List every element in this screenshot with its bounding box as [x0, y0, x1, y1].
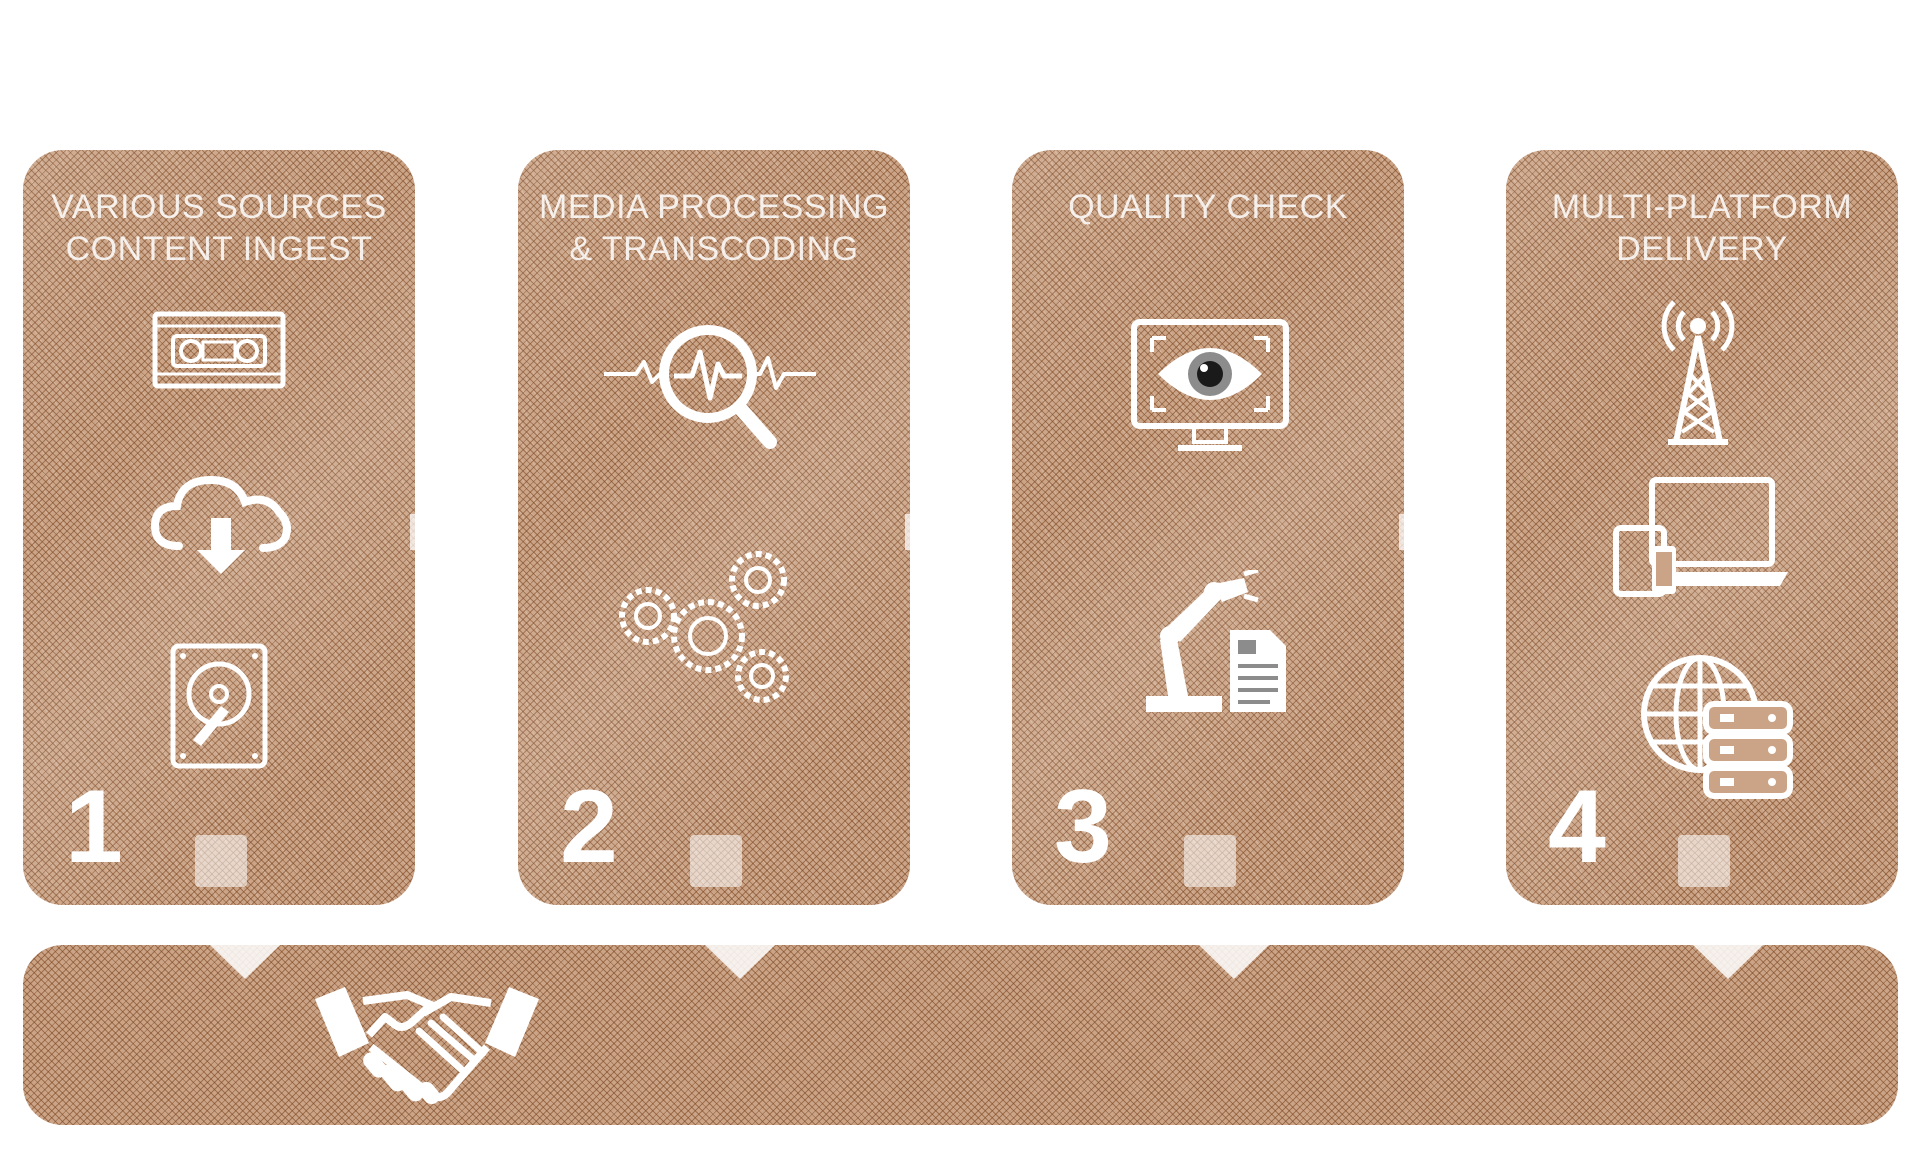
partnership-bar: [23, 945, 1898, 1125]
connector-notch: [1199, 945, 1269, 985]
waveform-search-icon: [600, 318, 820, 464]
step-number: 3: [1054, 769, 1112, 885]
hard-drive-icon: [169, 642, 269, 770]
step-number: 1: [65, 769, 123, 885]
gears-icon: [608, 540, 808, 710]
next-step-arrow: [903, 504, 993, 560]
step-title: QUALITY CHECK: [1024, 186, 1392, 228]
step-title-line: MEDIA PROCESSING: [539, 188, 889, 226]
step-number: 2: [560, 769, 618, 885]
next-step-arrow: [408, 504, 498, 560]
handshake-icon: [311, 973, 543, 1105]
step-title-line: QUALITY CHECK: [1068, 188, 1348, 226]
step-title: MEDIA PROCESSING & TRANSCODING: [530, 186, 898, 270]
step-number: 4: [1548, 769, 1606, 885]
step-title: MULTI-PLATFORM DELIVERY: [1518, 186, 1886, 270]
step-card-processing: MEDIA PROCESSING & TRANSCODING: [518, 150, 910, 905]
next-step-arrow: [1397, 504, 1487, 560]
step-card-ingest: VARIOUS SOURCES CONTENT INGEST: [23, 150, 415, 905]
videotape-icon: [151, 310, 287, 390]
robot-arm-document-icon: [1140, 570, 1290, 716]
step-title-line: VARIOUS SOURCES: [51, 188, 387, 226]
step-card-quality-check: QUALITY CHECK: [1012, 150, 1404, 905]
devices-icon: [1612, 476, 1788, 600]
connector-notch: [1693, 945, 1763, 985]
step-title: VARIOUS SOURCES CONTENT INGEST: [35, 186, 403, 270]
broadcast-tower-icon: [1658, 290, 1738, 446]
connector-stub: [690, 835, 742, 887]
connector-stub: [1678, 835, 1730, 887]
connector-notch: [210, 945, 280, 985]
step-title-line: MULTI-PLATFORM: [1551, 188, 1853, 226]
monitor-eye-icon: [1130, 318, 1290, 458]
connector-notch: [705, 945, 775, 985]
step-card-delivery: MULTI-PLATFORM DELIVERY: [1506, 150, 1898, 905]
step-title-line: CONTENT INGEST: [65, 230, 373, 268]
connector-stub: [1184, 835, 1236, 887]
step-title-line: & TRANSCODING: [569, 230, 859, 268]
cloud-download-icon: [149, 468, 295, 580]
step-title-line: DELIVERY: [1616, 230, 1788, 268]
globe-server-icon: [1636, 650, 1796, 800]
connector-stub: [195, 835, 247, 887]
